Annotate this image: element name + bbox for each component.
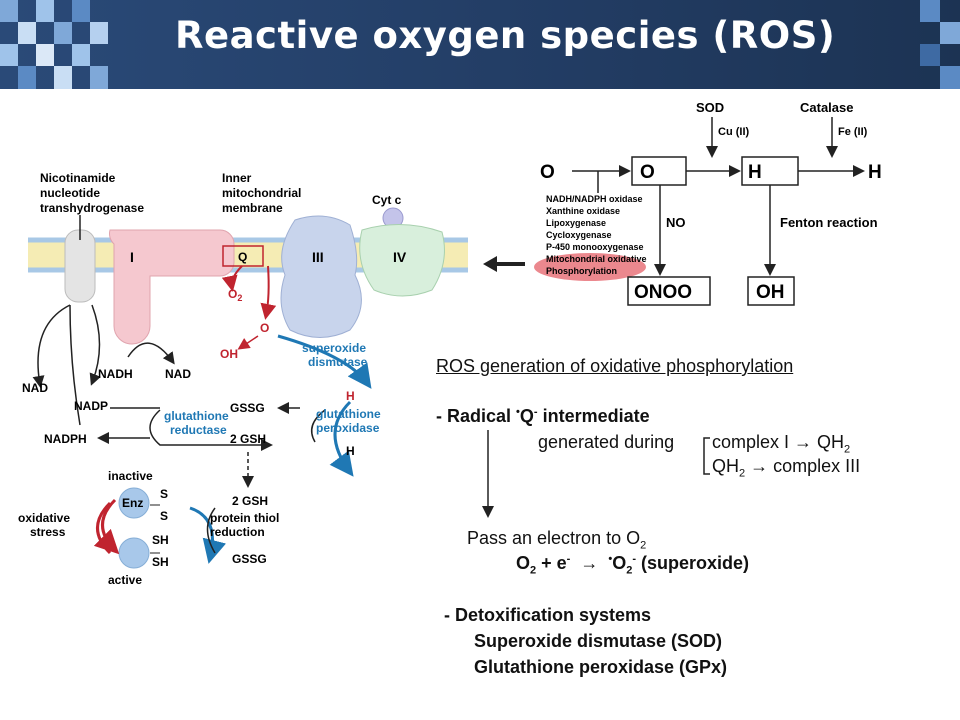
complex-i-label: I (130, 249, 134, 265)
enzyme-inactive (118, 487, 150, 519)
pass-electron: Pass an electron to O2 (467, 528, 647, 552)
s-label: S (160, 487, 168, 501)
transhydrogenase-protein (64, 229, 96, 303)
svg-text:SH: SH (152, 555, 169, 569)
complex-iii-label: III (312, 249, 324, 265)
h2o2-label: H (346, 389, 355, 403)
cu-label: Cu (II) (718, 126, 749, 138)
title-bar (0, 0, 960, 89)
complex-iv (359, 224, 445, 297)
mito-highlight (534, 253, 646, 281)
q-label: Q (238, 250, 247, 264)
bracket (703, 437, 710, 475)
reaction-line-1: complex I → QH2 (712, 432, 851, 456)
thiol-label: protein thiol (210, 511, 279, 525)
notes-heading: ROS generation of oxidative phosphorylat… (436, 356, 794, 376)
cytc-label: Cyt c (372, 193, 402, 207)
2gsh-top-label: 2 GSH (230, 432, 266, 446)
generated-during: generated during (538, 432, 675, 452)
superoxide-label: O (260, 321, 269, 335)
enzyme-active (118, 537, 150, 569)
h2o-label: H (346, 444, 355, 458)
membrane-label: Inner (222, 171, 252, 185)
fe-label: Fe (II) (838, 126, 868, 138)
oh-label: OH (756, 282, 785, 303)
transhydrogenase-label: Nicotinamide (40, 171, 116, 185)
active-label: active (108, 573, 142, 587)
sod-label: superoxide (302, 341, 366, 355)
svg-text:NADH/NADPH oxidase Xanthin: NADH/NADPH oxidase Xanthine oxidase Lipo… (546, 194, 649, 276)
svg-text:S: S (160, 509, 168, 523)
inactive-label: inactive (108, 469, 153, 483)
hydroxyl-label: OH (220, 347, 238, 361)
gssg-top-label: GSSG (230, 401, 265, 415)
onoo-label: ONOO (634, 282, 692, 303)
q-box (222, 245, 264, 267)
reaction-line-2: QH2 → complex III (712, 456, 861, 480)
source-list: NADH/NADPH oxidase (546, 194, 643, 204)
oxidative-stress-label: oxidative (18, 511, 70, 525)
complex-i (109, 229, 235, 345)
catalase-label: Catalase (800, 100, 853, 115)
down-arrow (482, 430, 494, 518)
h2o2-label: H (748, 162, 762, 183)
nadp-label: NADP (74, 399, 108, 413)
nad-left-label: NAD (22, 381, 48, 395)
nad-right-label: NAD (165, 367, 191, 381)
sod-item: Superoxide dismutase (SOD) (474, 631, 723, 651)
fenton-label: Fenton reaction (780, 215, 878, 230)
detox-heading: - Detoxification systems (444, 605, 652, 625)
onoo-box (627, 276, 711, 306)
2gsh-bottom-label: 2 GSH (232, 494, 268, 508)
o2-label: O (540, 162, 555, 183)
sh-label: SH (152, 533, 169, 547)
o2-label: O2 (228, 287, 242, 303)
gpx-item: Glutathione peroxidase (GPx) (474, 657, 728, 677)
complex-iii (280, 215, 362, 338)
superoxide-reaction: O2 + e- → •O2- (superoxide) (516, 553, 750, 577)
nadh-label: NADH (98, 367, 133, 381)
slide-title: Reactive oxygen species (ROS) (175, 14, 836, 57)
no-label: NO (666, 215, 686, 230)
oh-box (747, 276, 795, 306)
gr-label: glutathione (164, 409, 229, 423)
enz-label: Enz (122, 496, 143, 510)
gpx-label: glutathione (316, 407, 381, 421)
gssg-bottom-label: GSSG (232, 552, 267, 566)
link-arrow (483, 256, 525, 272)
ros-pathway-figure: SOD Cu (II) Catalase Fe (II) O O H H NAD… (530, 95, 960, 310)
radical-line: - Radical •Q- intermediate (436, 406, 650, 426)
sod-label: SOD (696, 100, 724, 115)
nadph-label: NADPH (44, 432, 87, 446)
complex-iv-label: IV (393, 249, 407, 265)
products-label: H (868, 162, 882, 183)
superoxide-label: O (640, 162, 655, 183)
